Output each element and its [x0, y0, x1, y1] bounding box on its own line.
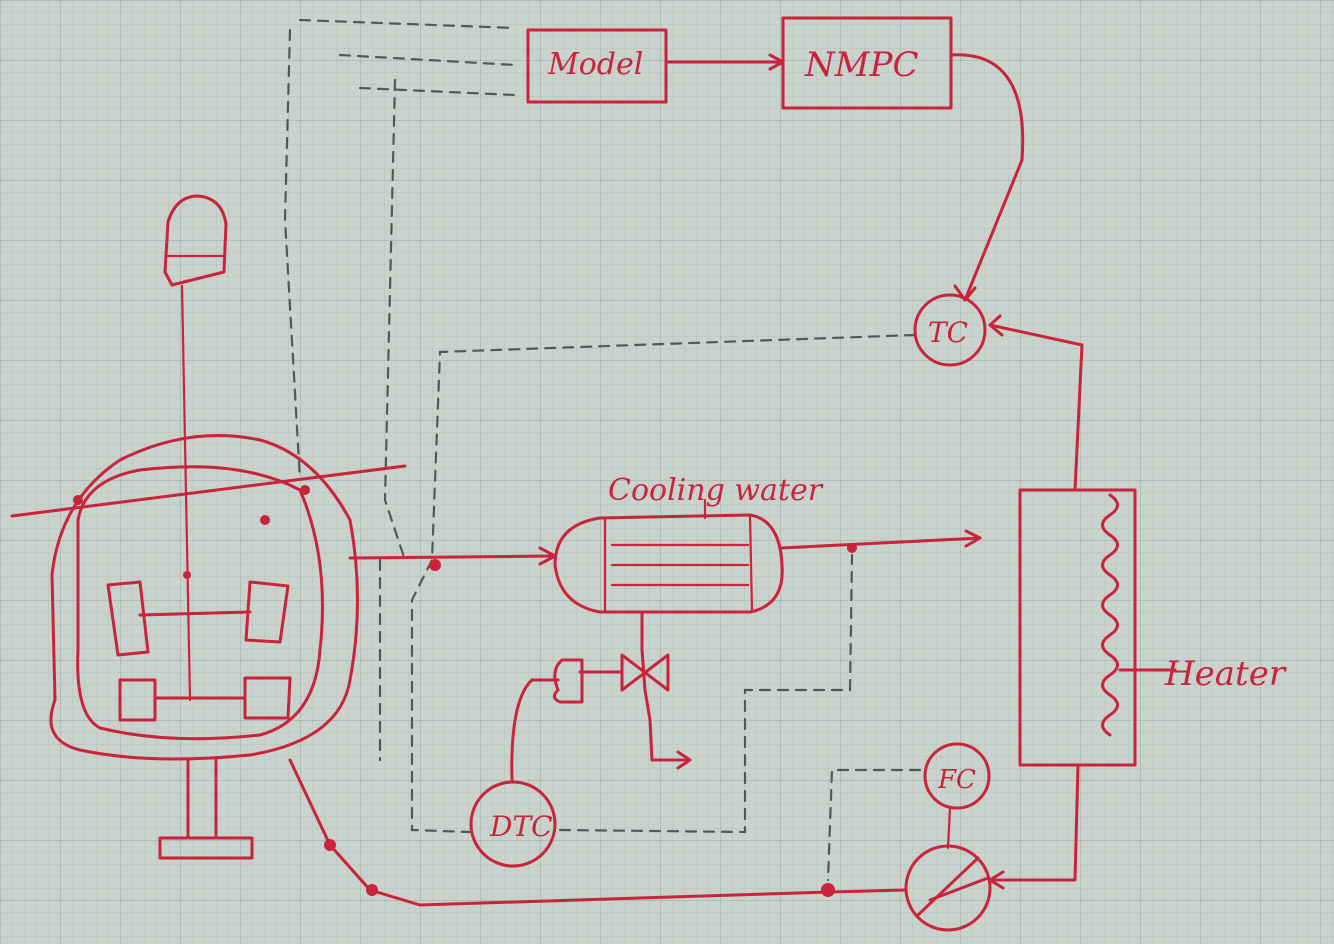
reactor-vessel: [51, 436, 358, 760]
reactor-dot-4: [183, 571, 191, 579]
signal-line-dtc: [560, 555, 852, 832]
heat-exchanger-shell: [555, 515, 782, 612]
tc-controller-label: TC: [928, 316, 968, 349]
signal-line-fc: [828, 770, 920, 880]
signal-line-top2: [340, 55, 515, 65]
model-block-label: Model: [547, 47, 643, 82]
hx-outlet-line: [782, 531, 980, 548]
reactor-dot-3: [260, 515, 270, 525]
nmpc-block-label: NMPC: [804, 45, 918, 85]
return-line: [290, 760, 905, 905]
dtc-controller-label: DTC: [489, 810, 553, 843]
signal-line-left2: [385, 80, 405, 560]
return-dot-1: [821, 883, 835, 897]
reactor-dot-2: [300, 485, 310, 495]
model-to-nmpc-arrow: [666, 55, 783, 69]
heater-to-tc-line: [990, 316, 1082, 490]
heater-coil: [1103, 495, 1118, 735]
return-dot-2: [366, 884, 378, 896]
fc-to-pump-line: [948, 808, 950, 848]
nmpc-to-tc-line: [951, 55, 1023, 300]
hx-outlet-dot: [847, 543, 857, 553]
return-dot-3: [324, 839, 336, 851]
heater-to-pump-line: [990, 765, 1078, 888]
signal-line-tc: [412, 335, 915, 832]
actuator-stem: [512, 680, 558, 780]
signal-line-left: [285, 30, 300, 480]
pump-impeller: [918, 858, 988, 915]
motor-icon: [165, 196, 226, 285]
reactor-dot-1: [73, 495, 83, 505]
impeller-upper: [108, 582, 288, 655]
outlet-dot: [429, 559, 441, 571]
heater-label: Heater: [1164, 654, 1287, 694]
reactor-support: [160, 760, 252, 858]
impeller-lower: [120, 678, 290, 720]
valve-actuator-icon: [554, 660, 622, 702]
heat-exchanger-tubes: [605, 515, 752, 612]
cooling-water-label: Cooling water: [608, 473, 824, 508]
fc-controller-label: FC: [937, 765, 976, 795]
reactor-level-line: [12, 466, 405, 516]
signal-line-top3: [360, 88, 515, 95]
signal-line-top: [300, 20, 515, 28]
